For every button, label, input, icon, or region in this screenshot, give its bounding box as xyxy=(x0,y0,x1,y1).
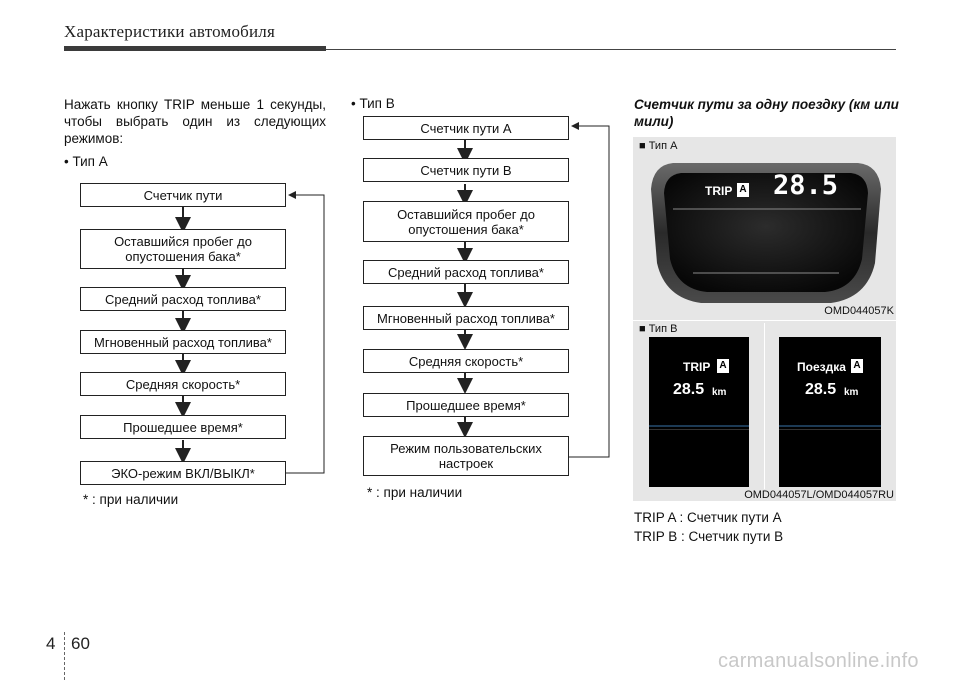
type-b-figure-code: OMD044057L/OMD044057RU xyxy=(744,489,894,501)
cluster-trip-badge: A xyxy=(737,183,749,197)
type-a-step: Мгновенный расход топлива* xyxy=(80,330,286,354)
type-b-step: Средний расход топлива* xyxy=(363,260,569,284)
watermark-text: carmanualsonline.info xyxy=(718,650,919,672)
lcd-display-trip: TRIP A 28.5 km xyxy=(649,337,749,487)
type-b-step: Режим пользовательских настроек xyxy=(363,436,569,476)
type-b-step: Счетчик пути B xyxy=(363,158,569,182)
lcd-trip-badge: A xyxy=(717,359,729,373)
type-b-tag: ■ Тип B xyxy=(639,323,678,335)
header-rule-thick xyxy=(64,46,326,51)
intro-paragraph: Нажать кнопку TRIP меньше 1 секунды, что… xyxy=(64,97,326,146)
type-a-step: Средняя скорость* xyxy=(80,372,286,396)
type-a-step: ЭКО-режим ВКЛ/ВЫКЛ* xyxy=(80,461,286,485)
type-a-footnote: * : при наличии xyxy=(83,492,179,507)
type-b-step: Средняя скорость* xyxy=(363,349,569,373)
type-b-illustration: ■ Тип B TRIP A 28.5 km Поездка A 28.5 km… xyxy=(633,321,896,501)
lcd-poezdka-label: Поездка xyxy=(797,360,846,374)
header-rule-thin xyxy=(326,49,896,50)
chapter-number: 4 xyxy=(46,634,56,653)
type-a-tag: ■ Тип A xyxy=(639,140,678,152)
type-a-step: Прошедшее время* xyxy=(80,415,286,439)
lcd-display-poezdka: Поездка A 28.5 km xyxy=(779,337,881,487)
lcd-poezdka-value: 28.5 xyxy=(805,381,837,398)
lcd-trip-label: TRIP xyxy=(683,360,711,374)
legend-trip-b: TRIP B : Счетчик пути B xyxy=(634,529,784,544)
type-b-footnote: * : при наличии xyxy=(367,485,463,500)
type-a-step: Счетчик пути xyxy=(80,183,286,207)
type-b-step: Прошедшее время* xyxy=(363,393,569,417)
type-b-label: • Тип B xyxy=(351,96,395,111)
trip-meter-heading: Счетчик пути за одну поездку (км или мил… xyxy=(634,97,899,129)
cluster-trip-label: TRIP xyxy=(705,184,733,198)
type-b-step: Счетчик пути A xyxy=(363,116,569,140)
panel-divider xyxy=(764,323,765,489)
type-a-illustration: ■ Тип A TRIP A 28.5 OMD044057K xyxy=(633,137,896,320)
type-b-step: Оставшийся пробег до опустошения бака* xyxy=(363,201,569,242)
footer-divider xyxy=(64,632,65,680)
type-b-flow-connectors xyxy=(457,122,610,458)
flow-loop-line xyxy=(569,122,610,458)
cluster-display-graphic xyxy=(651,163,881,303)
type-a-figure-code: OMD044057K xyxy=(824,305,894,317)
page-number: 60 xyxy=(71,634,90,653)
type-a-step: Оставшийся пробег до опустошения бака* xyxy=(80,229,286,269)
page-header-title: Характеристики автомобиля xyxy=(64,22,275,41)
type-b-step: Мгновенный расход топлива* xyxy=(363,306,569,330)
cluster-trip-value: 28.5 xyxy=(773,170,839,201)
lcd-trip-value: 28.5 xyxy=(673,381,705,398)
flow-loop-line xyxy=(286,191,325,474)
type-a-label: • Тип A xyxy=(64,154,108,169)
lcd-poezdka-unit: km xyxy=(844,387,859,398)
type-a-step: Средний расход топлива* xyxy=(80,287,286,311)
lcd-trip-unit: km xyxy=(712,387,727,398)
lcd-poezdka-badge: A xyxy=(851,359,863,373)
type-a-flow-connectors xyxy=(175,191,325,474)
legend-trip-a: TRIP A : Счетчик пути A xyxy=(634,510,782,525)
